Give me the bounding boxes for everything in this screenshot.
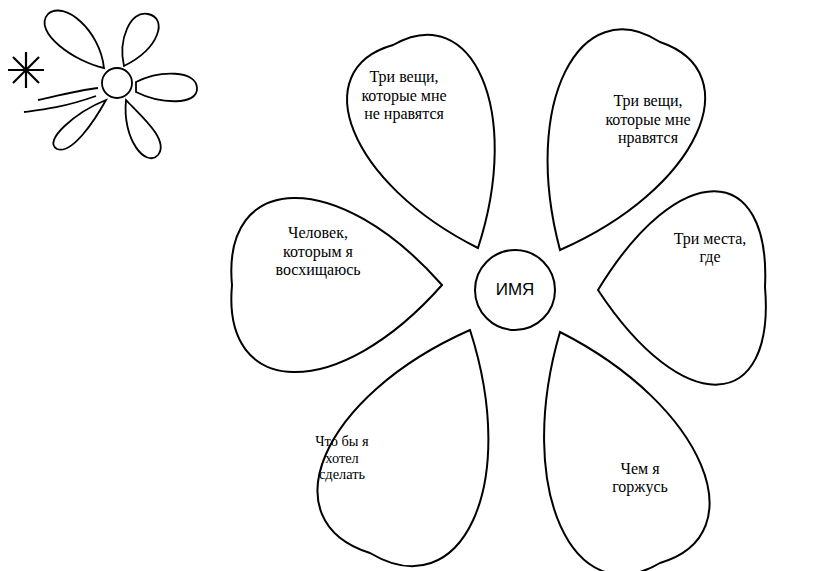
petal-text: Человек, которым я восхищаюсь bbox=[268, 224, 368, 279]
petal-text: Что бы я хотел сделать bbox=[304, 433, 380, 483]
name-circle: ИМЯ bbox=[473, 248, 557, 332]
star-symbol bbox=[8, 52, 44, 88]
flower-petal: Человек, которым я восхищаюсь bbox=[228, 194, 445, 375]
petal-shape bbox=[598, 191, 766, 385]
flower-icon bbox=[0, 0, 230, 180]
petal-text: Три вещи, которые мне не нравятся bbox=[354, 68, 454, 123]
flower-petal: Чем я горжусь bbox=[541, 329, 713, 571]
petal-outline bbox=[228, 194, 445, 375]
petal-text: Чем я горжусь bbox=[605, 460, 675, 497]
icon-petals bbox=[24, 10, 197, 158]
petal-shape bbox=[231, 198, 442, 372]
petal-outline bbox=[595, 188, 769, 388]
flower-petal: Что бы я хотел сделать bbox=[314, 327, 491, 570]
petal-shape bbox=[544, 332, 709, 571]
petal-text: Три вещи, которые мне нравятся bbox=[598, 92, 698, 147]
name-label: ИМЯ bbox=[496, 280, 535, 300]
petal-shape bbox=[347, 35, 495, 248]
flower-petal: Три вещи, которые мне не нравятся bbox=[344, 31, 498, 251]
flower-petal: Три места, где bbox=[595, 188, 769, 388]
circle-shape bbox=[475, 250, 555, 330]
petal-outline bbox=[344, 31, 498, 251]
petal-text: Три места, где bbox=[665, 230, 755, 267]
petal-outline bbox=[541, 329, 713, 571]
